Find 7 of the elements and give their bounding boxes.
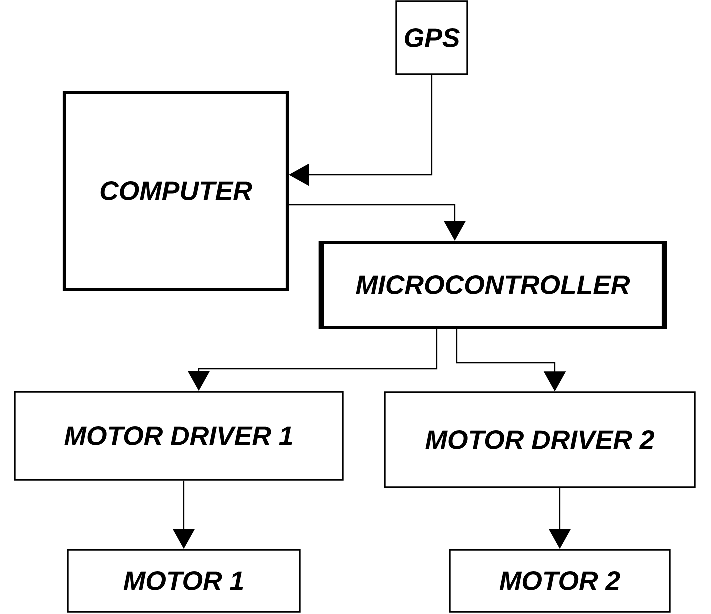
driver-box: MOTOR DRIVER 1 (14, 391, 344, 481)
computer-box: COMPUTER (62, 90, 290, 292)
microcontroller-box: MICROCONTROLLER (320, 240, 666, 330)
motor-box: MOTOR 1 (67, 549, 301, 613)
gps-box: GPS (396, 0, 468, 76)
driver-box: MOTOR DRIVER 2 (384, 392, 696, 488)
motor-box: MOTOR 2 (449, 549, 671, 613)
